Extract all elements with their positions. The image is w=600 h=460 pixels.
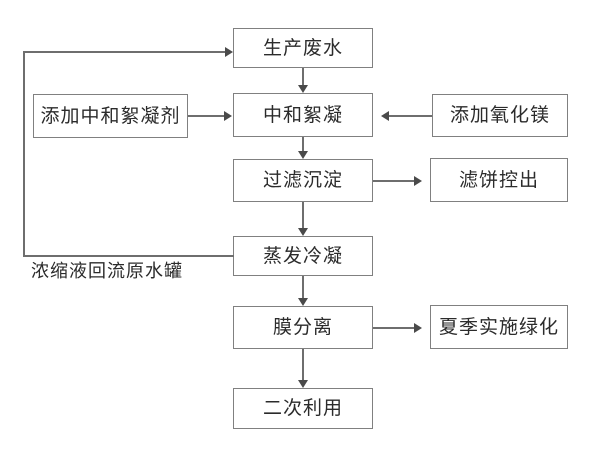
node-label: 夏季实施绿化 <box>438 316 559 338</box>
node-evaporate-condense: 蒸发冷凝 <box>233 236 373 276</box>
connector-feedback-riser <box>23 51 25 256</box>
arrowhead-feedback-to-wastewater <box>225 47 233 57</box>
node-membrane-separation: 膜分离 <box>233 306 373 349</box>
node-label: 二次利用 <box>262 398 343 419</box>
node-label: 添加氧化镁 <box>449 105 550 126</box>
connector-membrane-to-greening <box>373 327 415 329</box>
arrowhead-membrane-to-greening <box>414 323 422 333</box>
connector-wastewater-to-neutralize <box>302 68 304 86</box>
connector-add-mgo-to-neutralize <box>389 115 432 117</box>
connector-feedback-bottom <box>23 255 234 257</box>
node-add-neutralizer-flocculant: 添加中和絮凝剂 <box>33 94 188 138</box>
node-filter-cake-output: 滤饼控出 <box>430 158 568 202</box>
node-label: 膜分离 <box>272 317 333 338</box>
arrowhead-evaporate-to-membrane <box>298 298 308 306</box>
node-wastewater: 生产废水 <box>233 28 373 68</box>
node-summer-greening: 夏季实施绿化 <box>430 305 568 349</box>
node-label: 中和絮凝 <box>262 104 343 126</box>
node-filter-precipitate: 过滤沉淀 <box>233 159 373 202</box>
node-label: 生产废水 <box>262 37 343 59</box>
connector-neutralize-to-filter <box>302 137 304 152</box>
arrowhead-add-mgo-to-neutralize <box>381 111 389 121</box>
arrowhead-add-floc-to-neutralize <box>224 111 232 121</box>
arrowhead-filter-to-cake <box>414 176 422 186</box>
node-secondary-reuse: 二次利用 <box>233 388 373 429</box>
connector-membrane-to-reuse <box>302 349 304 380</box>
node-label: 蒸发冷凝 <box>262 245 343 267</box>
arrowhead-neutralize-to-filter <box>298 151 308 159</box>
connector-add-floc-to-neutralize <box>188 115 225 117</box>
arrowhead-membrane-to-reuse <box>298 380 308 388</box>
node-label: 过滤沉淀 <box>262 170 343 191</box>
arrowhead-filter-to-evaporate <box>298 228 308 236</box>
node-label: 滤饼控出 <box>458 169 539 191</box>
connector-filter-to-cake <box>373 180 415 182</box>
connector-filter-to-evaporate <box>302 202 304 228</box>
connector-evaporate-to-membrane <box>302 276 304 298</box>
arrowhead-wastewater-to-neutralize <box>298 85 308 93</box>
node-label: 添加中和絮凝剂 <box>40 105 181 127</box>
edge-label-recycle-to-raw-water-tank: 浓缩液回流原水罐 <box>31 261 183 281</box>
node-neutralize: 中和絮凝 <box>233 93 373 137</box>
connector-feedback-top <box>23 51 226 53</box>
node-add-magnesium-oxide: 添加氧化镁 <box>432 94 568 137</box>
